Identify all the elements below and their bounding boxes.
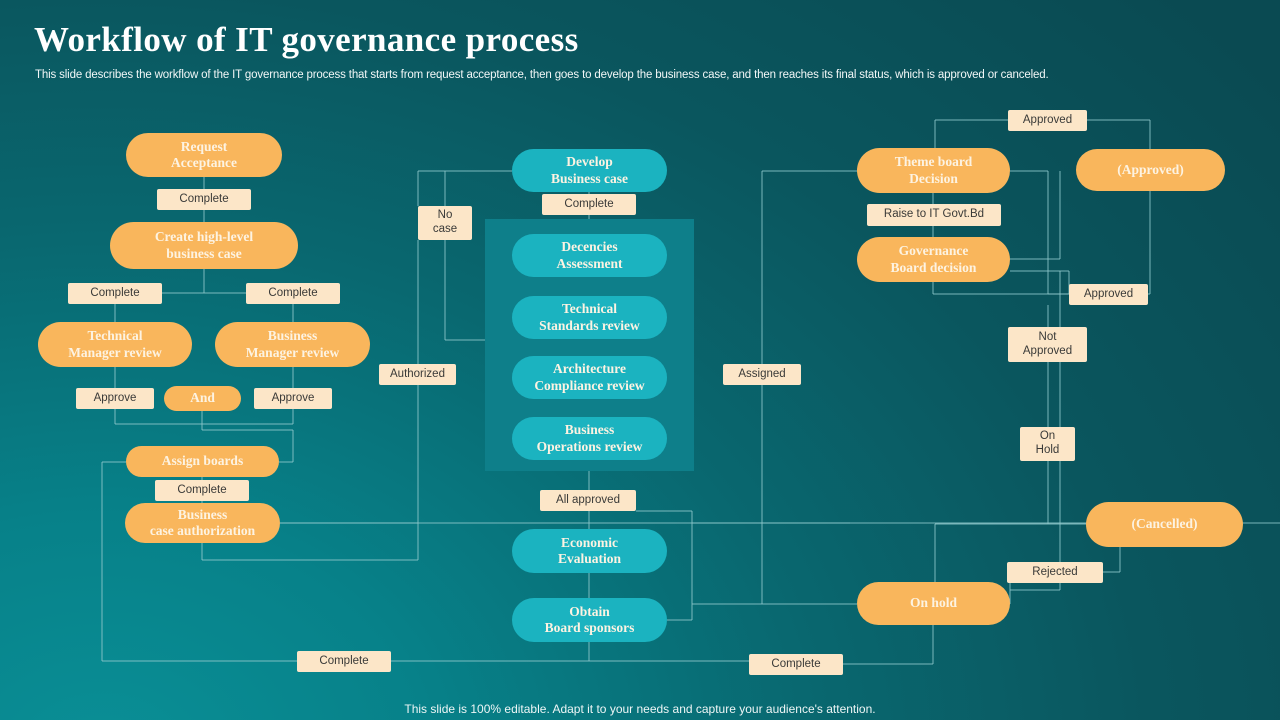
page-subtitle: This slide describes the workflow of the…: [35, 69, 1049, 81]
edge-label-approved-mid: Approved: [1069, 284, 1148, 305]
edge-label-approve-right: Approve: [254, 388, 332, 409]
node-and-gate[interactable]: And: [164, 386, 241, 411]
edge-label-approved-top: Approved: [1008, 110, 1087, 131]
slide-footer-note: This slide is 100% editable. Adapt it to…: [404, 702, 876, 716]
node-on-hold-status[interactable]: On hold: [857, 582, 1010, 625]
edge-label-all-approved: All approved: [540, 490, 636, 511]
edge-label-complete-bottom-right: Complete: [749, 654, 843, 675]
page-title: Workflow of IT governance process: [34, 20, 579, 59]
node-assign-boards[interactable]: Assign boards: [126, 446, 279, 477]
edge-label-rejected: Rejected: [1007, 562, 1103, 583]
node-approved-status[interactable]: (Approved): [1076, 149, 1225, 191]
edge-label-authorized: Authorized: [379, 364, 456, 385]
edge-label-not-approved: Not Approved: [1008, 327, 1087, 362]
edge-label-no-case: No case: [418, 206, 472, 240]
edge-label-complete-bottom-left: Complete: [297, 651, 391, 672]
edge-label-complete-right: Complete: [246, 283, 340, 304]
edge-label-complete-1: Complete: [157, 189, 251, 210]
node-cancelled-status[interactable]: (Cancelled): [1086, 502, 1243, 547]
edge-label-complete-left: Complete: [68, 283, 162, 304]
edge-label-assigned: Assigned: [723, 364, 801, 385]
edge-label-complete-develop: Complete: [542, 194, 636, 215]
edge-label-on-hold-label: On Hold: [1020, 427, 1075, 461]
edge-label-raise-to-it-govt-bd: Raise to IT Govt.Bd: [867, 204, 1001, 226]
edge-label-complete-assign: Complete: [155, 480, 249, 501]
edge-label-approve-left: Approve: [76, 388, 154, 409]
